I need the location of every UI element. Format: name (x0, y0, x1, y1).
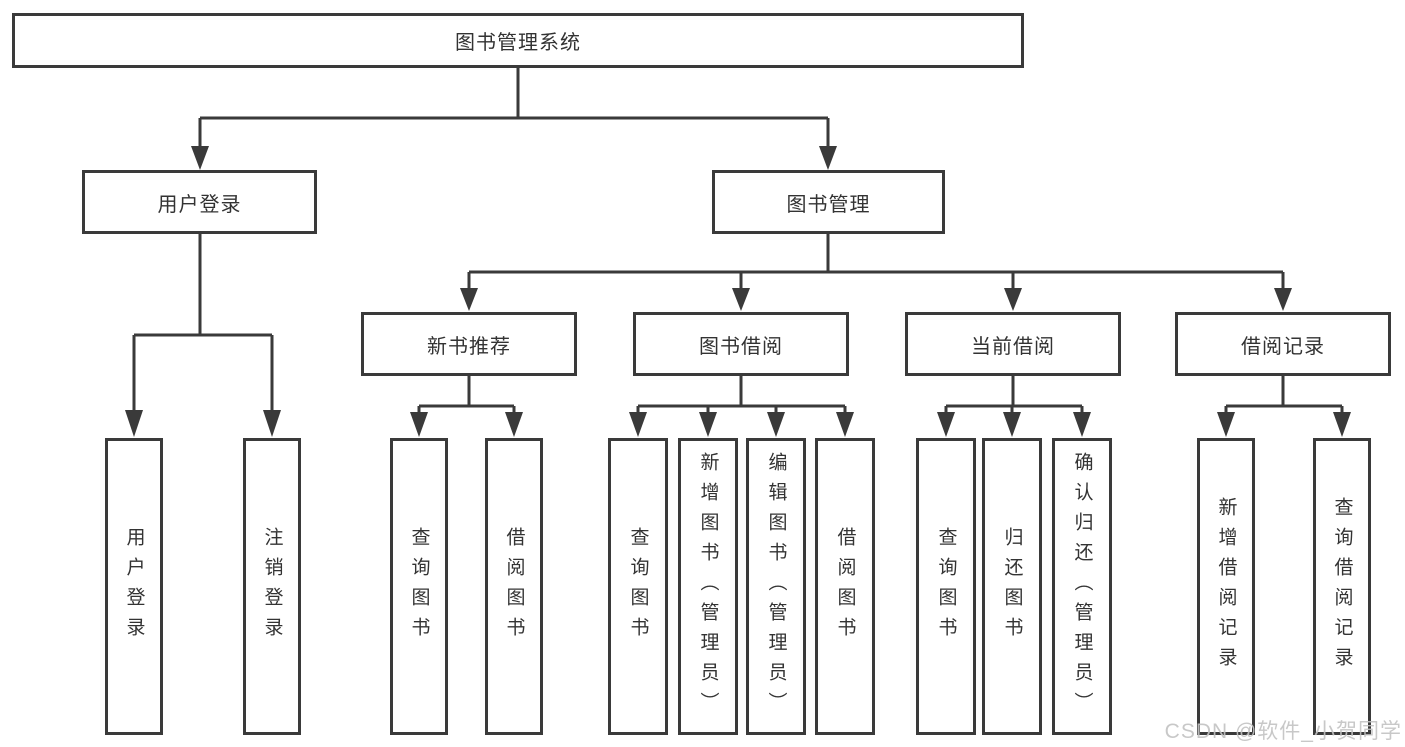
node-new-book-recommend: 新书推荐 (361, 312, 577, 376)
leaf-current-query-book: 查询图书 (916, 438, 976, 735)
leaf-records-add-record-label: 新增借阅记录 (1215, 496, 1237, 677)
watermark: CSDN @软件_小贺同学 (1164, 720, 1402, 743)
leaf-newbooks-borrow-book-label: 借阅图书 (503, 526, 525, 647)
leaf-logout-label: 注销登录 (261, 526, 283, 647)
leaf-current-confirm-return: 确认归还（管理员） (1052, 438, 1112, 735)
leaf-newbooks-borrow-book: 借阅图书 (485, 438, 543, 735)
leaf-user-login-label: 用户登录 (123, 526, 145, 647)
leaf-user-login: 用户登录 (105, 438, 163, 735)
leaf-current-confirm-return-label: 确认归还（管理员） (1071, 451, 1093, 722)
leaf-borrow-edit-book: 编辑图书（管理员） (746, 438, 806, 735)
node-book-management: 图书管理 (712, 170, 945, 234)
node-borrow-records: 借阅记录 (1175, 312, 1391, 376)
leaf-borrow-add-book-label: 新增图书（管理员） (697, 451, 719, 722)
node-book-borrow: 图书借阅 (633, 312, 849, 376)
leaf-borrow-query-book: 查询图书 (608, 438, 668, 735)
leaf-newbooks-query-book: 查询图书 (390, 438, 448, 735)
leaf-borrow-query-book-label: 查询图书 (627, 526, 649, 647)
leaf-newbooks-query-book-label: 查询图书 (408, 526, 430, 647)
leaf-logout: 注销登录 (243, 438, 301, 735)
leaf-records-add-record: 新增借阅记录 (1197, 438, 1255, 735)
node-current-borrow: 当前借阅 (905, 312, 1121, 376)
leaf-borrow-borrow-book-label: 借阅图书 (834, 526, 856, 647)
leaf-borrow-add-book: 新增图书（管理员） (678, 438, 738, 735)
leaf-records-query-record: 查询借阅记录 (1313, 438, 1371, 735)
leaf-current-query-book-label: 查询图书 (935, 526, 957, 647)
leaf-borrow-edit-book-label: 编辑图书（管理员） (765, 451, 787, 722)
leaf-borrow-borrow-book: 借阅图书 (815, 438, 875, 735)
leaf-current-return-book-label: 归还图书 (1001, 526, 1023, 647)
node-root: 图书管理系统 (12, 13, 1024, 68)
leaf-records-query-record-label: 查询借阅记录 (1331, 496, 1353, 677)
node-user-login: 用户登录 (82, 170, 317, 234)
leaf-current-return-book: 归还图书 (982, 438, 1042, 735)
